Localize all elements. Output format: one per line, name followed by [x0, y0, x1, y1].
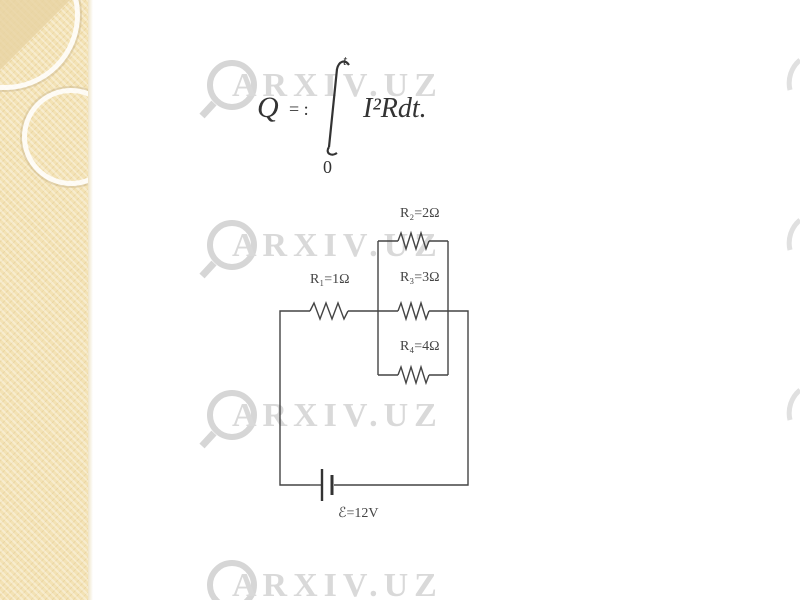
- resistor-r4-label: R₄=4Ω: [400, 339, 440, 354]
- watermark-text: ARXIV.UZ: [232, 567, 443, 600]
- joule-heat-formula: Q = : t 0 I²Rdt.: [257, 54, 427, 177]
- resistor-r3-icon: [397, 300, 430, 322]
- resistor-r4-icon: [397, 364, 430, 386]
- watermark-magnifier-icon: [207, 560, 257, 600]
- formula-equals: = :: [289, 99, 309, 119]
- resistor-r2-label: R₂=2Ω: [400, 206, 440, 221]
- left-wire: [279, 310, 310, 486]
- formula-upper-limit: t: [343, 54, 348, 69]
- watermark-magnifier-icon: [207, 390, 257, 440]
- source-emf-label: ℰ=12V: [338, 506, 378, 521]
- formula-lhs: Q: [257, 91, 279, 124]
- decorative-sidebar: [0, 0, 90, 600]
- resistor-r3-label: R₃=3Ω: [400, 270, 440, 285]
- circuit-diagram: R₁=1Ω R₂=2Ω R₃=3Ω R₄=4Ω ℰ=12V: [279, 206, 469, 521]
- sidebar-edge: [88, 0, 93, 600]
- formula-lower-limit: 0: [323, 157, 332, 177]
- resistor-r1-label: R₁=1Ω: [310, 272, 350, 287]
- resistor-r1-icon: [309, 301, 349, 321]
- decorative-ring-top: [0, 0, 80, 90]
- watermark-magnifier-icon: [207, 220, 257, 270]
- formula-integrand: I²Rdt.: [362, 93, 427, 124]
- right-wire: [334, 310, 469, 486]
- decorative-ring-middle: [22, 88, 88, 186]
- integral-sign-icon: [326, 60, 350, 156]
- resistor-r2-icon: [397, 230, 430, 252]
